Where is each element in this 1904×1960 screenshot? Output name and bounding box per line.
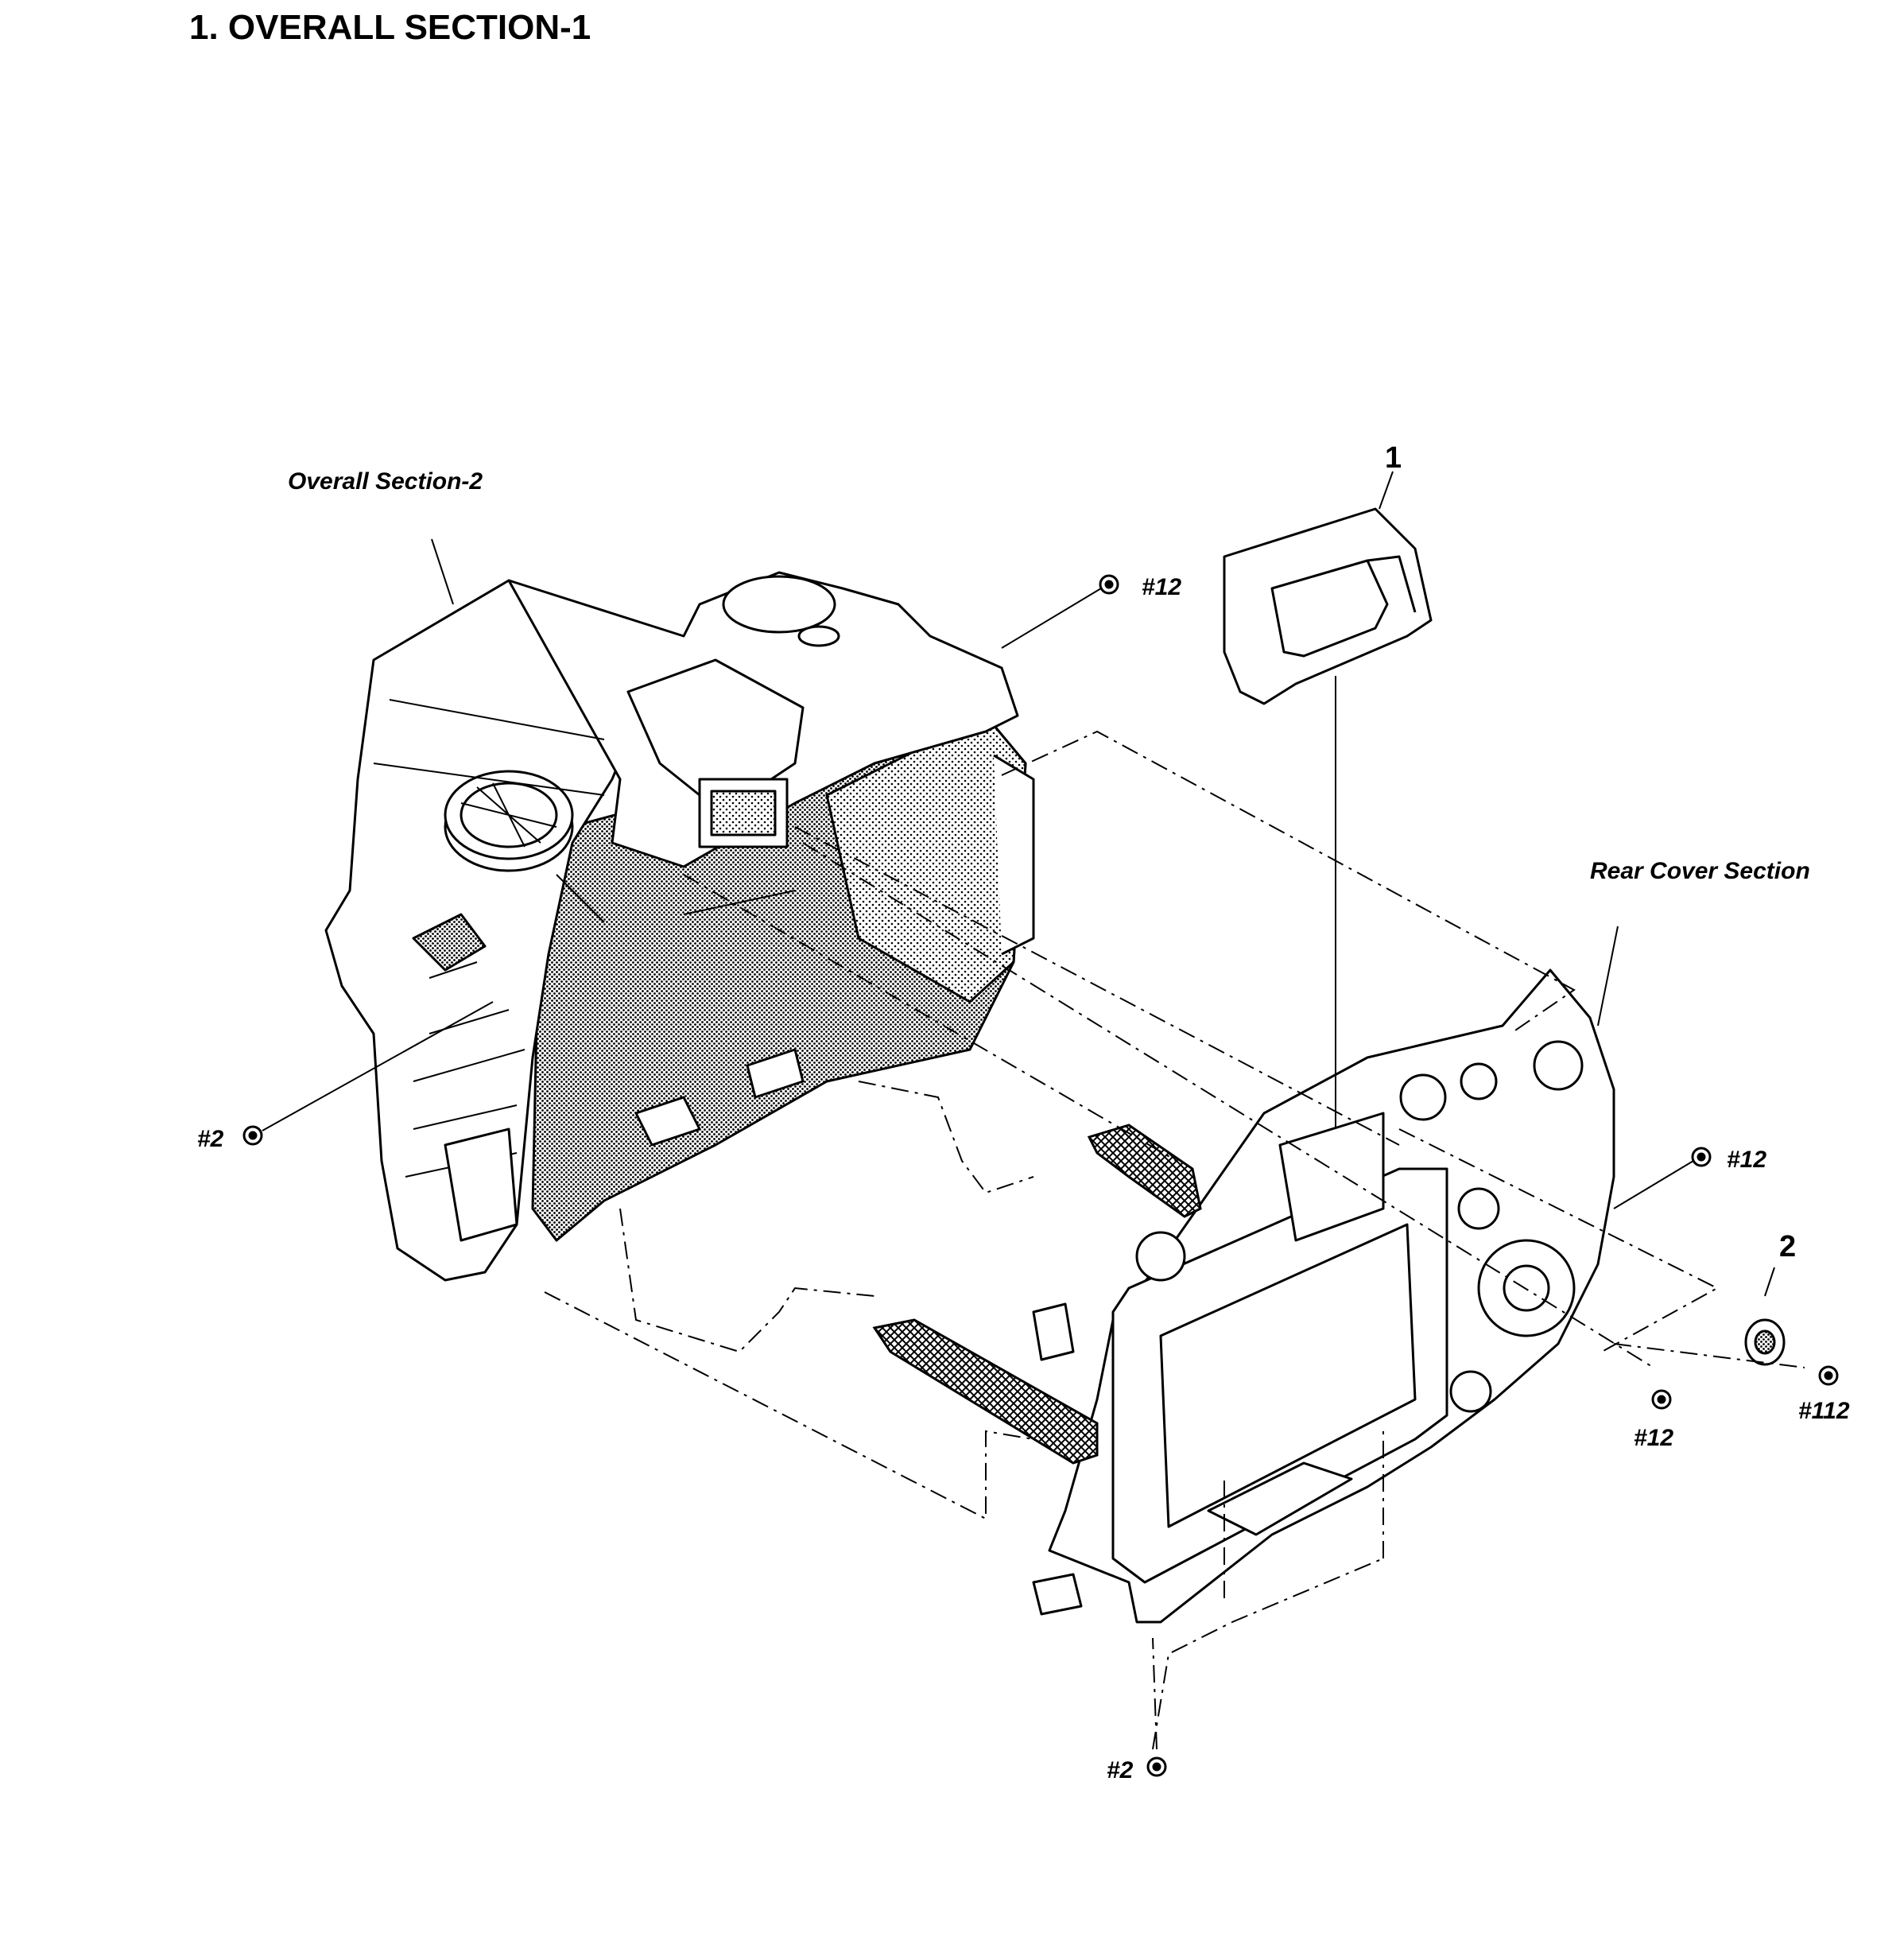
camera-body [324,571,1035,1282]
screw-icon-top [1099,574,1119,595]
rear-cover [1032,968,1615,1624]
screw-icon-left [242,1125,263,1146]
top-dial [722,575,836,634]
label-screw-left: #2 [197,1126,224,1152]
screw-icon-right-upper [1691,1147,1712,1167]
screw-icon-right-lower [1651,1389,1672,1410]
lcd-screen [1159,1223,1417,1528]
part-2-dial [1744,1318,1786,1366]
screw-icon-far-right [1818,1365,1839,1386]
label-screw-right-lower: #12 [1634,1425,1673,1451]
label-screw-top: #12 [1142,574,1181,600]
label-screw-far-right: #112 [1798,1398,1850,1424]
rear-button [1399,1073,1447,1121]
dashed-lines [544,730,1805,1750]
label-part-2: 2 [1779,1230,1796,1263]
leader-lines [262,471,1775,1297]
label-screw-bottom: #2 [1107,1757,1134,1783]
eyecup [1223,507,1433,705]
label-screw-right-upper: #12 [1727,1147,1766,1173]
flex-cable-lower [872,1318,1099,1465]
page-title: 1. OVERALL SECTION-1 [189,8,591,47]
mode-dial [444,770,574,872]
screws [242,574,1839,1777]
screw-icon-bottom [1146,1756,1167,1777]
label-overall-section-2: Overall Section-2 [288,468,483,495]
label-rear-cover-section: Rear Cover Section [1590,858,1810,884]
flex-cable-upper [1087,1124,1202,1218]
label-part-1: 1 [1385,441,1402,475]
